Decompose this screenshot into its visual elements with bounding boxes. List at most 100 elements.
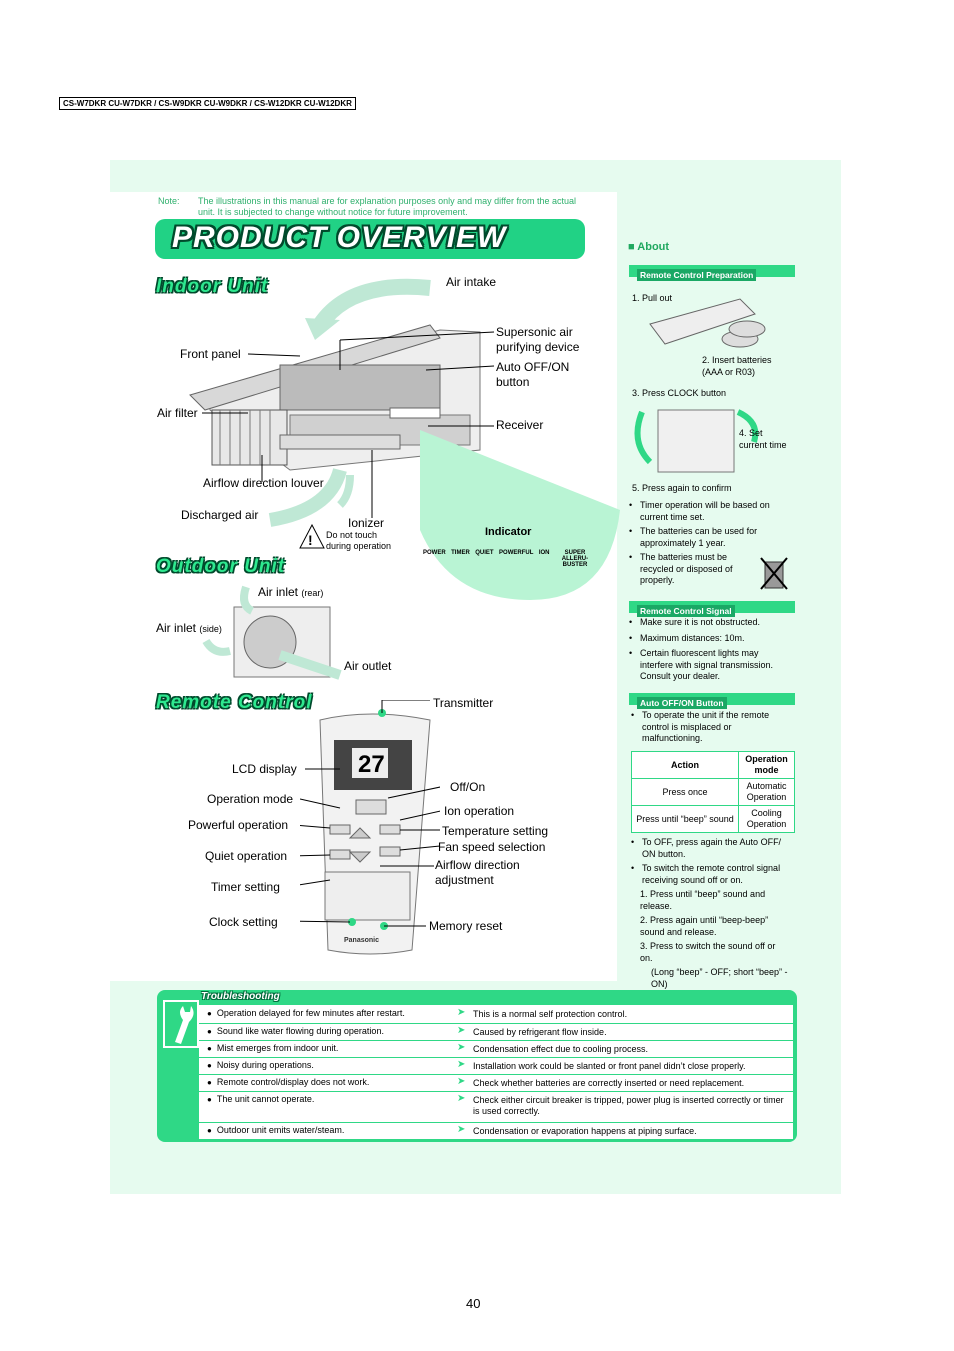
rear-text: (rear): [301, 588, 324, 598]
signal-bullet: Make sure it is not obstructed.: [629, 617, 791, 629]
indicator-powerful: POWERFUL: [499, 550, 534, 556]
label-operation-mode: Operation mode: [207, 792, 294, 806]
table-cell: Cooling Operation: [738, 805, 795, 833]
label-front-panel: Front panel: [180, 347, 241, 361]
clock-set-illustration: [634, 409, 759, 473]
symptom: Noisy during operations.: [207, 1060, 314, 1070]
label-louver: Airflow direction louver: [203, 476, 324, 490]
remote-heading: Remote Control: [156, 692, 313, 713]
remote-illustration: 27 Panasonic: [300, 700, 440, 955]
prep-bullet: The batteries can be used for approximat…: [629, 526, 791, 549]
outdoor-heading: Outdoor Unit: [156, 556, 286, 577]
label-memory-reset: Memory reset: [429, 919, 503, 933]
symptom: Mist emerges from indoor unit.: [207, 1043, 339, 1053]
cause: Check either circuit breaker is tripped,…: [473, 1095, 784, 1116]
symptom: The unit cannot operate.: [207, 1094, 315, 1104]
indoor-heading: Indoor Unit: [156, 276, 269, 297]
table-row: Press until “beep” sound Cooling Operati…: [631, 805, 795, 833]
cause: Condensation or evaporation happens at p…: [473, 1126, 697, 1136]
signal-bar-text: Remote Control Signal: [637, 605, 735, 617]
table-row: Operation delayed for few minutes after …: [199, 1005, 793, 1024]
cause: Caused by refrigerant flow inside.: [473, 1027, 607, 1037]
label-lcd: LCD display: [232, 762, 297, 776]
auto-bar-text: Auto OFF/ON Button: [637, 697, 727, 709]
prep-bullets: Timer operation will be based on current…: [629, 500, 791, 587]
cause: Condensation effect due to cooling proce…: [473, 1044, 648, 1054]
table-row: Mist emerges from indoor unit. ➤ Condens…: [199, 1040, 793, 1058]
battery-illustration: [649, 298, 766, 348]
arrow-icon: ➤: [457, 1059, 466, 1070]
cause: Check whether batteries are correctly in…: [473, 1078, 745, 1088]
label-air-intake: Air intake: [446, 275, 497, 289]
table-row: Sound like water flowing during operatio…: [199, 1023, 793, 1041]
label-transmitter: Transmitter: [433, 696, 494, 710]
indicator-quiet: QUIET: [475, 550, 494, 556]
label-timer: Timer setting: [211, 880, 280, 894]
label-receiver: Receiver: [496, 418, 544, 432]
symptom: Sound like water flowing during operatio…: [207, 1026, 384, 1036]
signal-bullet: Maximum distances: 10m.: [629, 633, 791, 645]
label-air-inlet-side: Air inlet (side): [156, 621, 222, 637]
indoor-illustration: !: [189, 278, 620, 600]
label-ion: Ion operation: [444, 804, 515, 818]
indicator-ion: ION: [538, 550, 550, 556]
label-air-inlet-rear: Air inlet (rear): [258, 585, 323, 601]
note-label: Note:: [158, 196, 180, 206]
label-supersonic: Supersonic air purifying device: [496, 325, 580, 354]
about-title: ■ About: [628, 241, 670, 253]
table-row: Noisy during operations. ➤ Installation …: [199, 1057, 793, 1075]
auto-bullets: To OFF, press again the Auto OFF/ ON but…: [631, 837, 795, 990]
signal-bullet: Certain fluorescent lights may interfere…: [629, 648, 791, 683]
air-inlet-rear-text: Air inlet: [258, 585, 299, 599]
table-header-mode: Operation mode: [738, 751, 795, 779]
cause: Installation work could be slanted or fr…: [473, 1061, 746, 1071]
auto-bullet: To OFF, press again the Auto OFF/ ON but…: [631, 837, 795, 860]
note-text: The illustrations in this manual are for…: [198, 196, 577, 217]
title-banner: [155, 219, 585, 259]
auto-step: 3. Press to switch the sound off or on.: [640, 941, 776, 963]
prep-step2: 2. Insert batteries (AAA or R03): [702, 355, 772, 377]
remote-brand: Panasonic: [344, 937, 379, 944]
auto-footnote: (Long “beep” - OFF; short “beep” - ON): [651, 967, 788, 989]
model-line: CS-W7DKR CU-W7DKR / CS-W9DKR CU-W9DKR / …: [59, 97, 356, 110]
arrow-icon: ➤: [457, 1025, 466, 1036]
table-cell: Automatic Operation: [738, 778, 795, 806]
table-row: Press once Automatic Operation: [631, 778, 795, 806]
auto-bullet: To switch the remote control signal rece…: [631, 863, 795, 886]
table-row: The unit cannot operate. ➤ Check either …: [199, 1091, 793, 1123]
side-text: (side): [199, 624, 222, 634]
indicator-title: Indicator: [485, 526, 532, 538]
auto-step: 2. Press again until “beep-beep” sound a…: [640, 915, 769, 937]
table-row: Remote control/display does not work. ➤ …: [199, 1074, 793, 1092]
recycle-bin-icon: [760, 557, 788, 590]
prep-bar: Remote Control Preparation: [629, 265, 795, 281]
label-ionizer: Ionizer: [348, 516, 385, 530]
svg-text:!: !: [308, 532, 313, 548]
prep-step3: 3. Press CLOCK button: [632, 388, 727, 398]
arrow-icon: ➤: [457, 1093, 466, 1104]
table-header-action: Action: [631, 751, 739, 779]
table-cell: Press until “beep” sound: [631, 805, 739, 833]
remote-display-temp: 27: [358, 751, 385, 778]
indicator-power: POWER: [423, 550, 446, 556]
air-inlet-side-text: Air inlet: [156, 621, 197, 635]
page-title: PRODUCT OVERVIEW: [172, 221, 507, 254]
page-number: 40: [466, 1296, 481, 1311]
label-fan-speed: Fan speed selection: [438, 840, 546, 854]
prep-step4: 4. Set current time: [739, 428, 787, 450]
table-row: Outdoor unit emits water/steam. ➤ Conden…: [199, 1122, 793, 1139]
label-discharged-air: Discharged air: [181, 508, 259, 522]
troubleshooting-table: Operation delayed for few minutes after …: [199, 1005, 793, 1139]
arrow-icon: ➤: [457, 1042, 466, 1053]
signal-bar: Remote Control Signal: [629, 601, 795, 617]
symptom: Outdoor unit emits water/steam.: [207, 1125, 345, 1135]
label-quiet: Quiet operation: [205, 849, 288, 863]
prep-bullet: The batteries must be recycled or dispos…: [629, 552, 750, 587]
label-powerful: Powerful operation: [188, 818, 289, 832]
label-air-filter: Air filter: [157, 406, 198, 420]
symptom: Remote control/display does not work.: [207, 1077, 370, 1087]
indicator-timer: TIMER: [451, 550, 470, 556]
prep-bar-text: Remote Control Preparation: [637, 269, 757, 281]
label-air-outlet: Air outlet: [344, 659, 392, 673]
table-cell: Press once: [631, 778, 739, 806]
